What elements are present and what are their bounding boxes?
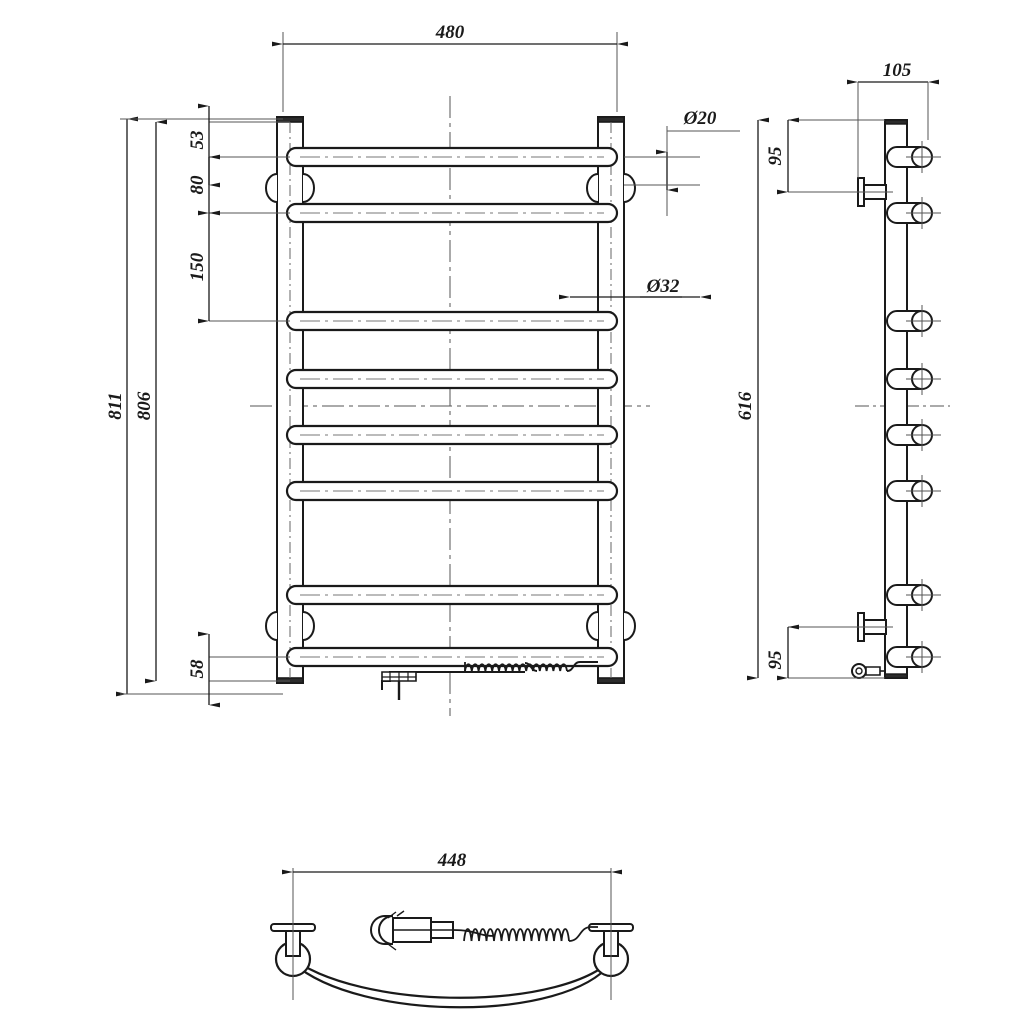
side-rung-4 (886, 363, 941, 395)
rung-1 (285, 146, 619, 168)
dim-label-d20: Ø20 (683, 108, 717, 129)
power-cord-with-plug (381, 661, 598, 700)
front-view-dimensions: 480 811 806 53 80 150 58 Ø20 (105, 22, 740, 708)
dim-label-806: 806 (134, 391, 155, 420)
top-view-arc-inner (287, 954, 617, 999)
top-plan-view (270, 878, 634, 1009)
top-view-left-end (270, 878, 316, 1000)
side-rung-5 (886, 419, 941, 451)
wall-bracket-bottom (850, 612, 893, 642)
side-rung-6 (886, 475, 941, 507)
rung-7 (285, 584, 619, 606)
side-elevation-view (850, 119, 950, 679)
dim-label-d32: Ø32 (646, 276, 680, 297)
dim-label-616: 616 (735, 391, 756, 420)
dim-label-811: 811 (105, 392, 126, 419)
rung-2 (285, 202, 619, 224)
dim-label-150: 150 (187, 252, 208, 281)
front-elevation-view (250, 96, 650, 716)
rung-3 (285, 310, 619, 332)
front-rungs (285, 146, 619, 668)
dim-label-95-top: 95 (765, 146, 786, 166)
dim-label-95-bottom: 95 (765, 650, 786, 670)
side-rung-7 (886, 579, 941, 611)
dim-label-448: 448 (437, 850, 467, 871)
top-view-plug (370, 910, 454, 951)
coiled-cord (464, 663, 568, 672)
top-view-dimensions: 448 (282, 850, 622, 924)
top-view-cord-with-plug (370, 910, 598, 951)
rung-4 (285, 368, 619, 390)
side-view-dimensions: 105 95 616 95 (735, 60, 939, 681)
side-body-tube (884, 119, 908, 679)
dim-label-80: 80 (187, 175, 208, 195)
front-bracket-bosses (265, 173, 636, 641)
top-view-arc-outer (292, 962, 612, 1009)
side-rung-1 (886, 141, 941, 173)
side-rung-2 (886, 197, 941, 229)
side-rung-3 (886, 305, 941, 337)
side-rungs (886, 141, 941, 673)
dim-label-58: 58 (187, 659, 208, 679)
rung-5 (285, 424, 619, 446)
rung-6 (285, 480, 619, 502)
top-view-coil (463, 928, 570, 942)
dim-label-53: 53 (187, 131, 208, 150)
rung-8 (285, 646, 619, 668)
side-rung-8 (886, 641, 941, 673)
side-plug-detail (851, 663, 886, 679)
dim-label-105: 105 (883, 60, 912, 81)
dim-label-480: 480 (435, 22, 465, 43)
